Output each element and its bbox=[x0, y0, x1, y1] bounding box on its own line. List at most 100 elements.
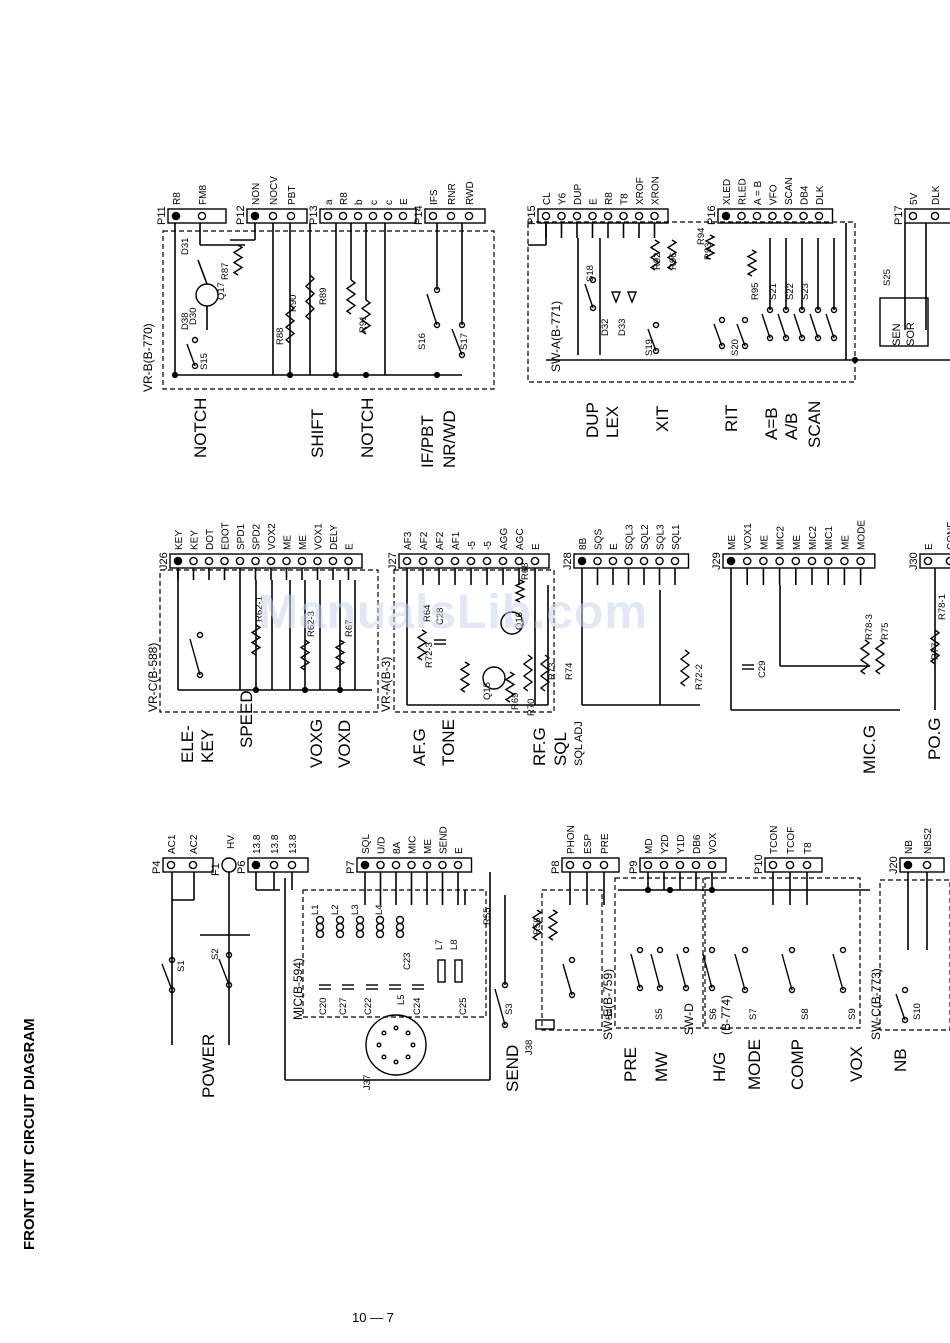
connector-pin bbox=[287, 860, 297, 870]
component-ref: C24 bbox=[412, 998, 423, 1015]
switch-contact bbox=[458, 351, 466, 359]
function-label: NB bbox=[891, 1048, 910, 1072]
function-label: XIT bbox=[653, 406, 672, 432]
board-outline-layer bbox=[159, 221, 950, 1031]
switch-lever bbox=[647, 328, 657, 352]
connector-j20 bbox=[899, 857, 945, 873]
connector-ref: J27 bbox=[387, 552, 399, 570]
connector-pin bbox=[428, 211, 438, 221]
pin-label: R8 bbox=[339, 192, 350, 205]
board-outline bbox=[879, 879, 950, 1031]
connector-pin bbox=[171, 211, 181, 221]
component-ref: S4 bbox=[604, 1008, 615, 1020]
switch-contact bbox=[718, 316, 726, 324]
function-label: SCAN bbox=[805, 401, 824, 448]
pin-label: SQL2 bbox=[640, 524, 651, 550]
connector-pin bbox=[328, 556, 338, 566]
connector-pin bbox=[407, 860, 416, 870]
connector-pin bbox=[353, 211, 363, 221]
resistor bbox=[334, 639, 346, 671]
connector-pin bbox=[659, 860, 669, 870]
connector-pin bbox=[807, 556, 817, 566]
connector-ref: P6 bbox=[236, 861, 248, 874]
switch-lever bbox=[781, 953, 793, 991]
switch-contact bbox=[839, 946, 847, 954]
connector-pin bbox=[268, 211, 278, 221]
component-layer bbox=[161, 208, 950, 1076]
junction-dot bbox=[851, 356, 859, 364]
switch-contact bbox=[433, 321, 441, 329]
switch-lever bbox=[584, 283, 594, 309]
fuse-f1 bbox=[221, 857, 237, 873]
switch-contact bbox=[741, 946, 749, 954]
pin-label: E bbox=[399, 198, 410, 205]
pin-label: ME bbox=[840, 535, 851, 550]
sensor-label: SOR bbox=[905, 322, 917, 346]
resistor bbox=[704, 234, 716, 260]
pin-label: AF2 bbox=[419, 531, 430, 550]
connector-pin bbox=[398, 211, 408, 221]
pin-label: ME bbox=[423, 839, 434, 854]
component-ref: R68 bbox=[520, 563, 531, 580]
function-label: NOTCH bbox=[358, 398, 377, 458]
connector-p10 bbox=[764, 857, 823, 873]
connector-pin bbox=[220, 556, 229, 566]
inductor-turn bbox=[335, 922, 345, 932]
component-ref: R64 bbox=[422, 605, 433, 622]
component-ref: D33 bbox=[617, 319, 628, 336]
component-ref: L4 bbox=[374, 904, 385, 915]
switch-lever bbox=[777, 313, 787, 339]
connector-pin bbox=[197, 211, 207, 221]
jack-pin bbox=[405, 1054, 411, 1060]
pin-label: c bbox=[384, 200, 395, 205]
pin-label: c bbox=[369, 200, 380, 205]
connector-p4 bbox=[162, 857, 214, 873]
jack-pin bbox=[376, 1042, 382, 1048]
connector-ref: P9 bbox=[628, 861, 640, 874]
function-label: LEX bbox=[603, 406, 622, 438]
connector-pin bbox=[856, 556, 865, 566]
component-ref: S17 bbox=[459, 333, 470, 350]
pin-label: AC1 bbox=[167, 834, 178, 854]
pin-label: A = B bbox=[753, 180, 764, 205]
connector-pin bbox=[707, 860, 717, 870]
connector-pin bbox=[823, 556, 833, 566]
switch-contact bbox=[225, 981, 233, 989]
connector-pin bbox=[498, 556, 508, 566]
function-label: TONE bbox=[439, 719, 458, 766]
connector-pin bbox=[675, 860, 685, 870]
switch-lever bbox=[713, 323, 723, 347]
connector-ref: P11 bbox=[156, 206, 168, 225]
pin-label: E bbox=[609, 543, 620, 550]
block-label: VR-A(B-3) bbox=[379, 657, 393, 712]
connector-pin bbox=[691, 860, 701, 870]
connector-p11 bbox=[167, 208, 227, 224]
pin-label: PRE bbox=[600, 833, 611, 854]
pin-label: VOX2 bbox=[267, 523, 278, 550]
connector-pin bbox=[541, 211, 551, 221]
pin-label: SQS bbox=[594, 529, 605, 550]
connector-pin bbox=[791, 556, 801, 566]
pin-label: AF3 bbox=[403, 531, 414, 550]
jack-pin bbox=[381, 1030, 387, 1036]
junction-dot bbox=[252, 686, 260, 694]
switch-lever bbox=[734, 953, 746, 991]
connector-pin bbox=[759, 556, 768, 566]
component-ref: R96 bbox=[668, 253, 679, 270]
component-ref: S20 bbox=[730, 339, 741, 356]
connector-pin bbox=[726, 556, 736, 566]
function-label: A=B bbox=[762, 407, 781, 440]
connector-ref: J20 bbox=[888, 856, 900, 874]
switch-contact bbox=[225, 951, 233, 959]
pin-label: b bbox=[354, 199, 365, 205]
function-label: KEY bbox=[198, 729, 217, 763]
connector-p6 bbox=[247, 857, 309, 873]
pin-label: CL bbox=[542, 192, 553, 205]
jack-pin bbox=[410, 1042, 416, 1048]
pin-label: RNR bbox=[447, 183, 458, 205]
component-ref: R78-3 bbox=[864, 614, 875, 640]
jack-j38 bbox=[535, 1019, 555, 1030]
connector-pin bbox=[269, 860, 279, 870]
connector-pin bbox=[453, 860, 463, 870]
pin-label: AF2 bbox=[435, 531, 446, 550]
